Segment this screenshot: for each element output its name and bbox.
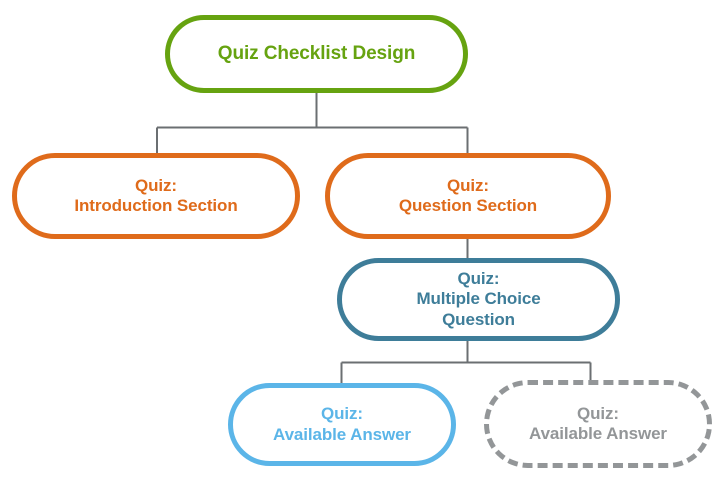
node-quiz-available-answer-optional[interactable]: Quiz: Available Answer xyxy=(484,380,712,468)
node-quiz-question-section[interactable]: Quiz: Question Section xyxy=(325,153,611,239)
node-label: Quiz: Introduction Section xyxy=(74,175,238,215)
node-label: Quiz: Available Answer xyxy=(273,404,411,444)
node-quiz-checklist-design[interactable]: Quiz Checklist Design xyxy=(165,15,468,93)
node-label: Quiz Checklist Design xyxy=(217,42,416,64)
node-quiz-available-answer[interactable]: Quiz: Available Answer xyxy=(228,383,456,466)
edge-root-to-children xyxy=(156,93,469,154)
node-label: Quiz: Question Section xyxy=(398,175,538,215)
node-label: Quiz: Available Answer xyxy=(529,403,667,443)
node-label: Quiz: Multiple Choice Question xyxy=(416,269,541,329)
node-quiz-multiple-choice-question[interactable]: Quiz: Multiple Choice Question xyxy=(337,258,620,341)
node-quiz-introduction-section[interactable]: Quiz: Introduction Section xyxy=(12,153,300,239)
edge-mcq-to-children xyxy=(340,341,592,384)
